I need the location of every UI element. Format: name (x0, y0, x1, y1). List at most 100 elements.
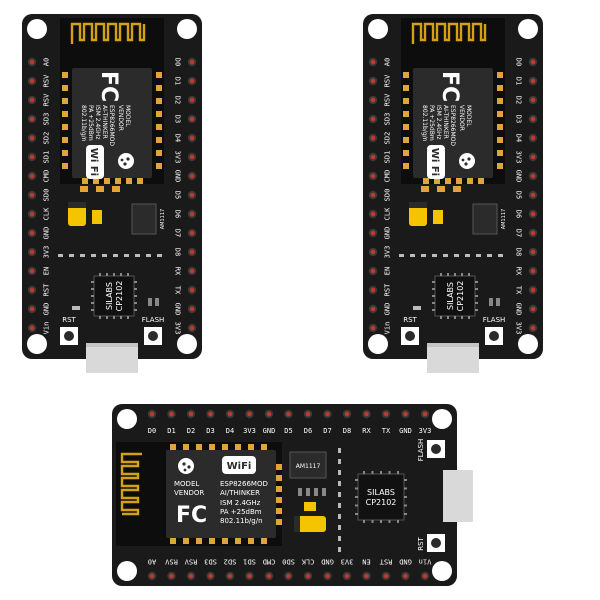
pin-name: D2 (174, 96, 182, 104)
smd-part (338, 448, 341, 453)
pin-hole (530, 116, 536, 122)
pin-hole (370, 59, 376, 65)
smd-part (69, 254, 74, 257)
chip-lead (355, 487, 358, 490)
pin-name: 3V3 (515, 322, 523, 335)
smd-part (91, 254, 96, 257)
pin-hole (370, 192, 376, 198)
chip-lead (454, 273, 456, 276)
chip-model: CP2102 (115, 281, 124, 312)
pin-label-right: D4 (174, 134, 182, 142)
pin-hole (189, 192, 195, 198)
pin-name: GND (515, 170, 523, 183)
smd-part (338, 547, 341, 552)
smd-resistor (421, 186, 429, 192)
chip-body (357, 473, 405, 521)
pin-name: SD0 (43, 189, 51, 202)
fc-logo: FC (437, 71, 462, 102)
smd-part (113, 254, 118, 257)
smd-part (298, 488, 302, 496)
pin-label-left: SD3 (43, 113, 51, 126)
pin-name: EN (362, 558, 370, 566)
pin-name: D0 (174, 58, 182, 66)
antenna-trace (70, 22, 146, 44)
chip-lead (99, 316, 101, 319)
pin-hole (266, 573, 272, 579)
globe-dot (183, 468, 187, 472)
module-std: 802.11b/g/n (421, 105, 428, 142)
module-model: ESP8266MOD (449, 105, 456, 146)
globe-dot (187, 465, 191, 469)
module-pad (403, 98, 409, 104)
chip-lead (91, 281, 94, 283)
mounting-hole (368, 19, 388, 39)
chip-lead (432, 302, 435, 304)
pin-label-left: GND (384, 227, 392, 240)
pin-label-right: D2 (174, 96, 182, 104)
push-button-cap (405, 331, 415, 341)
pin-label-left: SD3 (384, 113, 392, 126)
chip-lead (355, 504, 358, 507)
chip-brand: SILABS (367, 488, 395, 497)
pin-name: CMD (384, 170, 392, 183)
pin-hole (325, 411, 330, 417)
globe-dot (467, 157, 471, 161)
pin-hole (370, 154, 376, 160)
pin-hole (208, 573, 213, 579)
module-pad (222, 538, 228, 544)
chip-lead (91, 309, 94, 311)
pin-hole (530, 135, 536, 141)
pin-hole (189, 97, 195, 103)
pin-hole (227, 411, 233, 417)
smd-part (338, 459, 341, 464)
regulator-label: AM1117 (160, 209, 166, 229)
pin-label-right: D4 (515, 134, 523, 142)
chip-lead (134, 302, 137, 304)
chip-lead (447, 273, 449, 276)
push-button-cap (489, 331, 499, 341)
pin-hole (370, 211, 376, 217)
pin-label-right: 3V3 (174, 322, 182, 335)
pin-name: RSV (43, 74, 51, 87)
pin-name: Vin (419, 558, 432, 566)
wifi-logo-text: Wi Fi (88, 148, 99, 176)
pin-label-right: D5 (174, 191, 182, 199)
smd-part (338, 536, 341, 541)
chip-lead (380, 471, 382, 474)
module-pad (156, 124, 162, 130)
pin-hole (403, 411, 408, 417)
pin-name: D6 (515, 210, 523, 218)
chip-lead (127, 273, 129, 276)
pin-name: GND (399, 427, 412, 435)
module-pad (497, 137, 503, 143)
pin-name: D3 (515, 115, 523, 123)
pin-label-left: GND (384, 303, 392, 316)
module-pad (126, 178, 132, 184)
mounting-hole (117, 409, 137, 429)
module-vendor: AI/THINKER (220, 489, 260, 497)
pin-label-left: GND (43, 227, 51, 240)
pin-label-right: D0 (174, 58, 182, 66)
module-pad (209, 444, 215, 450)
pin-hole (29, 230, 35, 236)
chip-lead (475, 302, 478, 304)
pin-label-right: RX (515, 267, 523, 276)
button-label-rst: RST (417, 536, 425, 550)
pin-hole (403, 573, 408, 579)
smd-resistor (453, 186, 461, 192)
pin-label-left: 3V3 (384, 246, 392, 259)
smd-part (102, 254, 107, 257)
pin-name: D5 (515, 191, 523, 199)
fc-logo: FC (96, 71, 121, 102)
pin-name: 3V3 (341, 558, 354, 566)
pin-hole (344, 411, 350, 417)
pin-name: SD3 (43, 113, 51, 126)
chip-lead (106, 316, 108, 319)
smd-part (432, 254, 437, 257)
pin-hole (189, 306, 195, 312)
pin-hole (29, 135, 35, 141)
pin-hole (29, 154, 35, 160)
pin-hole (325, 573, 330, 579)
pin-label-right: TX (174, 286, 182, 295)
